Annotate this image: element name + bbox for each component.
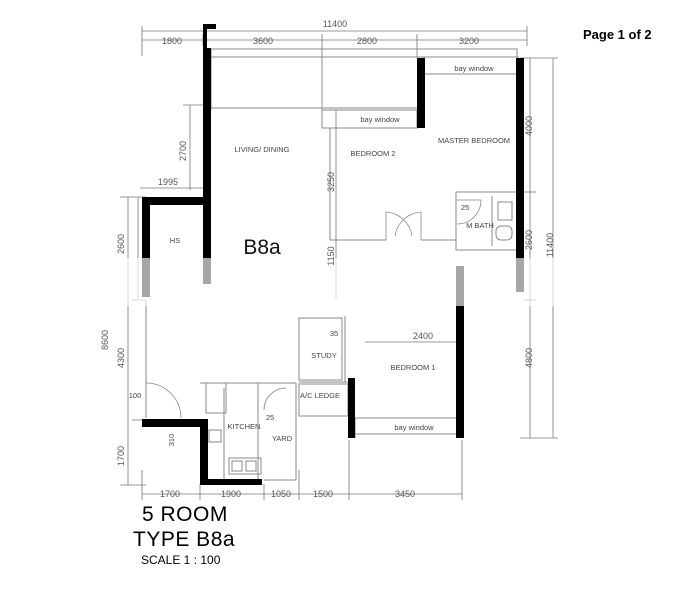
room-bedroom-2: BEDROOM 2 [350,149,395,158]
unit-code-label: B8a [243,236,281,259]
dim-left-2600: 2600 [116,234,126,254]
dim-right-2600: 2600 [524,230,534,250]
faded-band [100,258,699,306]
thin-walls [145,48,519,481]
room-master-bedroom: MASTER BEDROOM [438,136,510,145]
dim-inner-2400: 2400 [413,331,433,341]
scale-label: SCALE 1 : 100 [141,553,221,567]
room-living-dining: LIVING/ DINING [234,145,289,154]
door-label-yard: 25 [266,413,274,422]
dim-top-1: 1800 [162,36,182,46]
dim-right-11400: 11400 [545,233,555,257]
room-hs: HS [170,236,180,245]
room-study: STUDY [311,351,336,360]
dim-top-4: 3200 [459,36,479,46]
dim-top-total: 11400 [323,19,347,29]
bay-window-bedroom-1: bay window [394,423,434,432]
room-yard: YARD [272,434,293,443]
unit-type-title: TYPE B8a [133,528,236,551]
dim-top-3: 2800 [357,36,377,46]
dim-inner-1150: 1150 [326,246,336,265]
dim-bottom-3: 1050 [271,489,291,499]
wall-label-100: 100 [129,391,142,400]
dim-left-4300: 4300 [116,348,126,368]
dim-bottom-5: 3450 [395,489,415,499]
dimension-labels: 11400 1800 3600 2800 3200 1700 1900 1050… [100,19,555,499]
door-label-bath: 25 [461,203,469,212]
room-labels: LIVING/ DINING BEDROOM 2 MASTER BEDROOM … [129,64,510,446]
dim-top-2: 3600 [253,36,273,46]
dim-right-4000: 4000 [524,116,534,136]
dim-bottom-1: 1700 [160,489,180,499]
door-label-study: 35 [330,329,338,338]
dim-left-2700: 2700 [178,141,188,161]
structural-walls [142,24,524,485]
flat-type-title: 5 ROOM [142,503,228,526]
page-number: Page 1 of 2 [583,27,652,42]
dim-bottom-4: 1500 [313,489,333,499]
room-ac-ledge: A/C LEDGE [300,391,340,400]
bay-window-master: bay window [454,64,494,73]
wall-label-310: 310 [167,434,176,447]
dim-left-1995: 1995 [158,177,178,187]
door-swings [145,199,482,419]
dim-right-4800: 4800 [524,348,534,368]
dim-inner-3250: 3250 [326,172,336,192]
bay-window-bedroom-2: bay window [360,115,400,124]
dim-left-1700: 1700 [116,446,126,466]
room-kitchen: KITCHEN [228,422,261,431]
room-bedroom-1: BEDROOM 1 [390,363,435,372]
dim-left-8600: 8600 [100,330,110,350]
dim-bottom-2: 1900 [221,489,241,499]
room-m-bath: M BATH [466,221,494,230]
